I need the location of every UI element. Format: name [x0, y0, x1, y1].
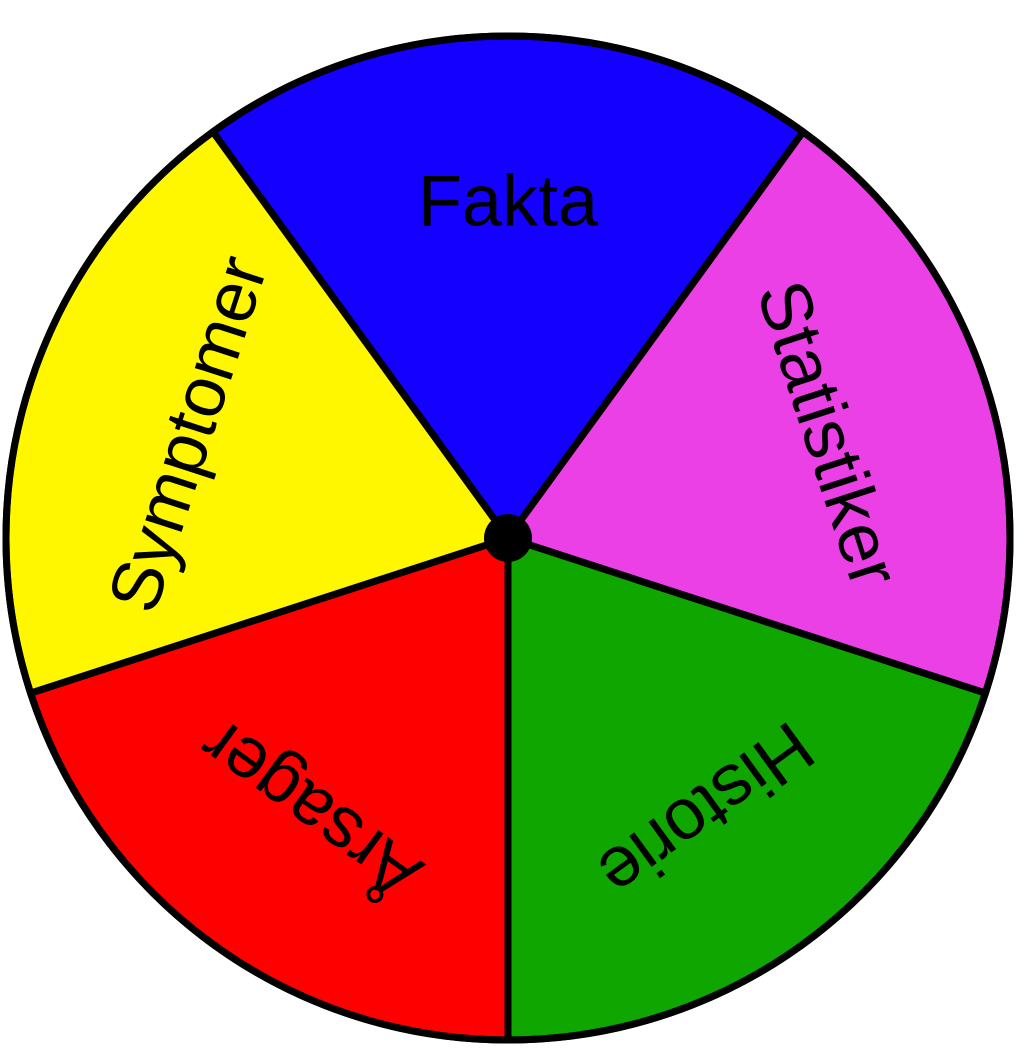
wheel-rim: [2, 32, 1014, 1044]
wheel-hub[interactable]: [484, 514, 532, 562]
wheel-label-fakta: Fakta: [418, 162, 599, 242]
